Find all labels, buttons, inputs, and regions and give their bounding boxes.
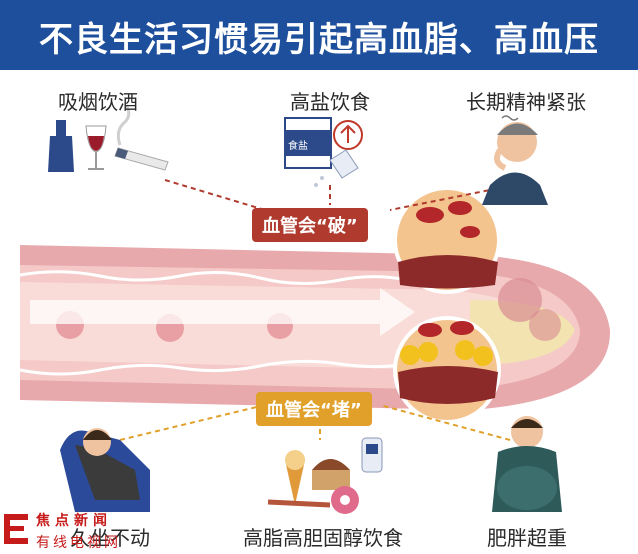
watermark-line2: 有线电视网 (36, 535, 121, 551)
label-stress: 长期精神紧张 (466, 90, 586, 114)
sedentary-man-icon (60, 428, 150, 512)
title-banner: 不良生活习惯易引起高血脂、高血压 (0, 0, 638, 70)
stressed-man-icon (482, 115, 548, 205)
label-obesity: 肥胖超重 (487, 526, 567, 550)
obese-man-icon (492, 416, 562, 512)
junk-food-icon (267, 437, 383, 514)
salt-shaker-icon (284, 117, 363, 187)
page-title: 不良生活习惯易引起高血脂、高血压 (39, 20, 599, 60)
salt-box-label: 食盐 (288, 141, 308, 152)
watermark: 焦点新闻 有线电视网 (4, 508, 134, 552)
wine-cigarette-icon (48, 104, 169, 172)
broadcaster-logo (4, 514, 28, 544)
blood-vessel (19, 245, 611, 410)
label-high-salt: 高盐饮食 (290, 90, 370, 114)
tag-vessel-break: 血管会“破” (252, 208, 368, 242)
watermark-line1: 焦点新闻 (36, 513, 112, 529)
label-smoking-drinking: 吸烟饮酒 (58, 90, 138, 114)
tag-vessel-block: 血管会“堵” (256, 392, 372, 426)
vessel-rupture-magnifier (393, 186, 501, 294)
vessel-blockage-magnifier (393, 316, 501, 424)
label-inactivity: 久坐不动 (70, 526, 150, 550)
label-high-fat-diet: 高脂高胆固醇饮食 (243, 526, 403, 550)
